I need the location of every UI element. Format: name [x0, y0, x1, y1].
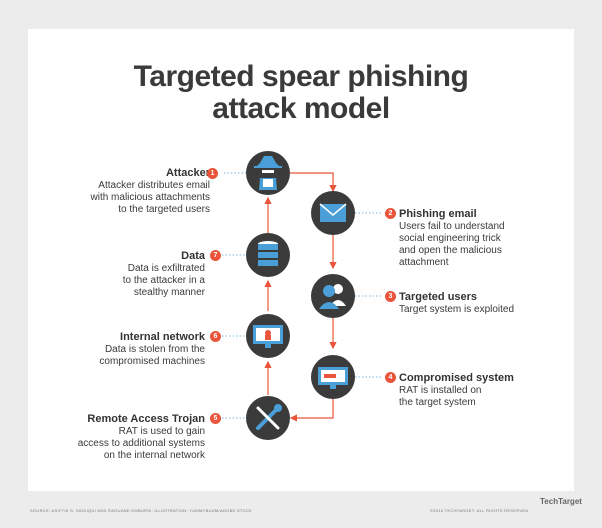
title-line-2: attack model	[212, 92, 390, 125]
techtarget-logo: TechTarget	[540, 497, 582, 506]
database-icon	[246, 233, 290, 277]
arrow-1-2	[290, 172, 337, 193]
step-6-label: Internal network Data is stolen from the…	[55, 330, 205, 368]
step-6-desc: Data is stolen from the compromised mach…	[99, 344, 205, 367]
monitor-icon	[311, 355, 355, 399]
step-3-label: Targeted users Target system is exploite…	[399, 290, 549, 316]
infected-monitor-icon	[246, 314, 290, 358]
step-3-desc: Target system is exploited	[399, 304, 515, 315]
title-line-1: Targeted spear phishing	[133, 60, 469, 93]
step-6-title: Internal network	[120, 331, 205, 343]
step-6-badge: 6	[210, 331, 221, 342]
step-2-title: Phishing email	[399, 208, 477, 220]
step-4-label: Compromised system RAT is installed on t…	[399, 371, 549, 409]
step-4-desc: RAT is installed on the target system	[399, 385, 482, 408]
step-5-desc: RAT is used to gain access to additional…	[77, 426, 205, 461]
step-5-label: Remote Access Trojan RAT is used to gain…	[55, 412, 205, 462]
step-4-title: Compromised system	[399, 372, 514, 384]
step-5-badge: 5	[210, 413, 221, 424]
dotted-leaders	[222, 172, 383, 419]
users-icon	[311, 274, 355, 318]
step-4-badge: 4	[385, 372, 396, 383]
envelope-icon	[311, 191, 355, 235]
step-3-badge: 3	[385, 291, 396, 302]
tools-icon	[246, 396, 290, 440]
step-2-desc: Users fail to understand social engineer…	[399, 221, 505, 268]
flow-arrows	[264, 172, 337, 422]
arrow-4-5	[289, 399, 334, 422]
step-1-title: Attacker	[165, 167, 210, 179]
copyright: ©2016 TECHTARGET. ALL RIGHTS RESERVED	[430, 508, 529, 513]
source-credit: SOURCE: ASIFTIK S. SIDDIQUI AND RAOUANE …	[30, 508, 253, 513]
step-5-title: Remote Access Trojan	[87, 413, 205, 425]
step-1-desc: Attacker distributes email with maliciou…	[90, 180, 211, 215]
step-2-label: Phishing email Users fail to understand …	[399, 207, 549, 269]
step-1-badge: 1	[207, 168, 218, 179]
step-2-badge: 2	[385, 208, 396, 219]
hacker-icon	[246, 151, 290, 195]
step-7-title: Data	[181, 250, 205, 262]
step-1-label: Attacker Attacker distributes email with…	[60, 166, 211, 216]
step-7-badge: 7	[210, 250, 221, 261]
step-3-title: Targeted users	[399, 291, 478, 303]
diagram-card	[28, 29, 574, 491]
step-7-desc: Data is exfiltrated to the attacker in a…	[122, 263, 205, 298]
step-7-label: Data Data is exfiltrated to the attacker…	[55, 249, 205, 299]
